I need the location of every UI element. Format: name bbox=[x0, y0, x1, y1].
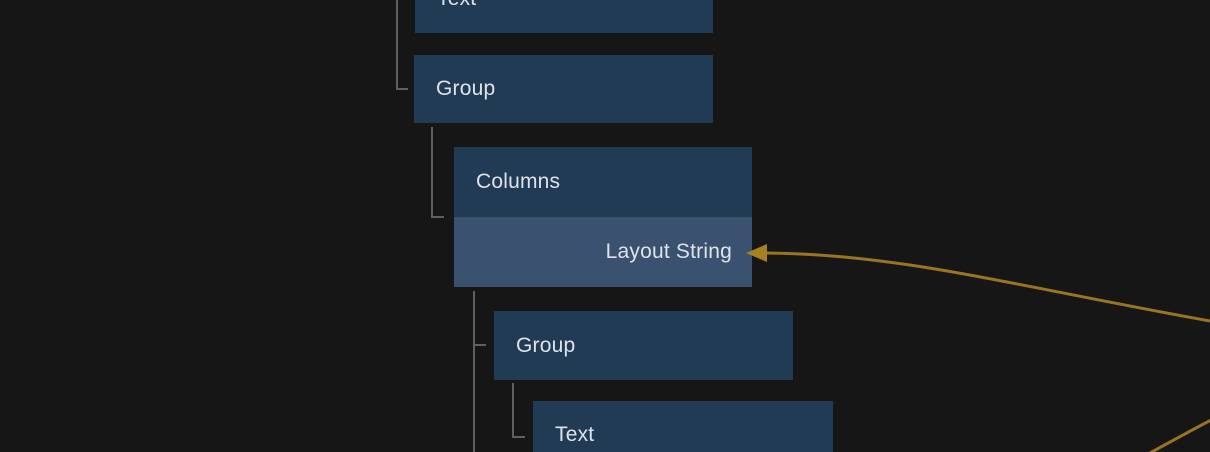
tree-connector-group-1 bbox=[396, 0, 408, 90]
columns-layout-string-port[interactable]: Layout String bbox=[454, 217, 752, 287]
tree-node-text-top[interactable]: Text bbox=[415, 0, 713, 33]
tree-node-group-2-label: Group bbox=[516, 333, 576, 357]
tree-node-columns-label: Columns bbox=[476, 170, 561, 193]
wire-bottom-right[interactable] bbox=[1149, 418, 1210, 452]
tree-node-text-bottom-label: Text bbox=[555, 423, 595, 446]
tree-connector-text-bottom bbox=[512, 383, 525, 438]
tree-node-group-1[interactable]: Group bbox=[414, 55, 713, 123]
tree-node-text-bottom[interactable]: Text bbox=[533, 401, 833, 452]
tree-node-group-1-label: Group bbox=[436, 77, 496, 100]
tree-node-group-2[interactable]: Group bbox=[494, 311, 793, 380]
tree-node-columns-header[interactable]: Columns bbox=[454, 147, 752, 217]
columns-layout-string-port-label: Layout String bbox=[605, 240, 732, 263]
tree-node-columns: Columns Layout String bbox=[454, 147, 752, 287]
tree-connector-columns bbox=[431, 127, 444, 218]
tree-connector-group-2 bbox=[473, 291, 486, 452]
tree-node-text-top-label: Text bbox=[415, 0, 476, 11]
wire-to-layout-string-port[interactable] bbox=[765, 251, 1210, 323]
